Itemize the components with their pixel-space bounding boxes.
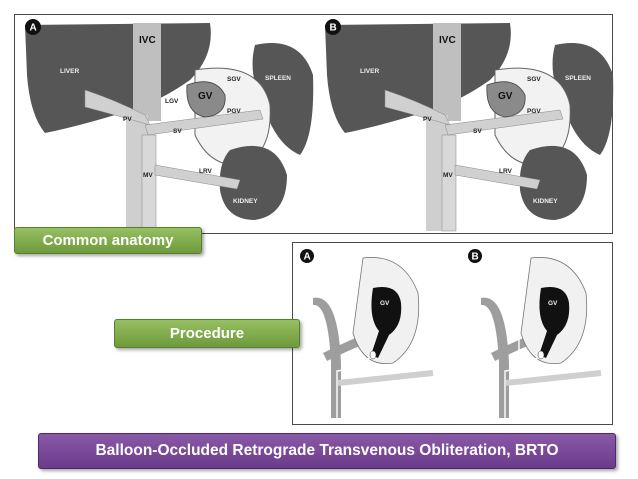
brto-title-banner: Balloon-Occluded Retrograde Transvenous … — [38, 433, 616, 469]
kidney-label: KIDNEY — [233, 198, 258, 205]
ivc-label: IVC — [439, 35, 456, 46]
pv-label: PV — [123, 116, 132, 123]
marker-a-circle — [25, 19, 41, 35]
lrv-label: LRV — [199, 168, 213, 175]
procedure-panel-b: B GV — [468, 249, 602, 418]
marker-b-label: B — [472, 252, 479, 263]
lrv-vessel — [154, 164, 241, 190]
liver-shape — [325, 23, 511, 133]
pgv-label: PGV — [227, 108, 241, 115]
ivc-vessel — [481, 297, 509, 418]
ivc-label: IVC — [139, 35, 156, 46]
liver-label: LIVER — [360, 68, 379, 75]
lgv-label: LGV — [165, 98, 179, 105]
liver-shape — [25, 23, 211, 133]
catheter-line — [504, 356, 540, 418]
gv-label: GV — [198, 91, 213, 102]
gv-varix — [371, 287, 402, 358]
spleen-shape — [552, 43, 614, 155]
sgv-label: SGV — [227, 76, 241, 83]
kidney-shape — [519, 145, 587, 220]
kidney-label: KIDNEY — [533, 198, 558, 205]
sv-label: SV — [173, 128, 182, 135]
procedure-diagram-panel: A GV B GV — [292, 242, 613, 425]
gv-label: GV — [380, 300, 390, 307]
sgv-label: SGV — [527, 76, 541, 83]
ivc-vessel — [433, 23, 461, 121]
gv-varix — [539, 287, 570, 358]
marker-b-label: B — [330, 23, 337, 34]
lrv-vessel — [454, 164, 541, 190]
anatomy-diagram-panel: A IVC LIVER SPLEEN GV SGV LGV PGV PV SV … — [14, 14, 614, 234]
kidney-shape — [219, 145, 287, 220]
balloon — [537, 350, 545, 360]
procedure-diagram: A GV B GV — [300, 249, 602, 418]
gv-label: GV — [548, 300, 558, 307]
marker-a-circle — [300, 249, 314, 263]
spleen-label: SPLEEN — [565, 75, 591, 82]
ivc-vessel — [313, 297, 341, 418]
lrv-label: LRV — [499, 168, 513, 175]
sv-vessel — [144, 109, 264, 136]
mv-vessel — [441, 134, 457, 232]
gv-label: GV — [498, 91, 513, 102]
lrv-vessel — [505, 370, 602, 386]
procedure-label: Procedure — [114, 319, 300, 348]
lrv-vessel — [337, 370, 434, 386]
liver-label: LIVER — [60, 68, 79, 75]
ivc-vessel — [133, 23, 161, 121]
pv-label: PV — [423, 116, 432, 123]
marker-a-label: A — [304, 252, 311, 263]
mv-label: MV — [143, 172, 153, 179]
mv-vessel — [141, 134, 157, 232]
catheter-line — [336, 356, 372, 418]
anatomy-panel-a: A IVC LIVER SPLEEN GV SGV LGV PGV PV SV … — [25, 19, 314, 232]
spleen-label: SPLEEN — [265, 75, 291, 82]
balloon — [369, 350, 377, 360]
common-anatomy-label: Common anatomy — [14, 227, 202, 254]
sv-label: SV — [473, 128, 482, 135]
sv-vessel — [444, 109, 564, 136]
spleen-shape — [252, 43, 314, 155]
gv-varix — [486, 81, 526, 118]
gv-varix — [186, 81, 226, 118]
mv-label: MV — [443, 172, 453, 179]
pgv-label: PGV — [527, 108, 541, 115]
anatomy-diagram: A IVC LIVER SPLEEN GV SGV LGV PGV PV SV … — [25, 19, 614, 232]
marker-b-circle — [325, 19, 341, 35]
marker-a-label: A — [30, 23, 37, 34]
marker-b-circle — [468, 249, 482, 263]
anatomy-panel-b: B IVC LIVER SPLEEN GV SGV PGV PV SV MV L… — [325, 19, 614, 232]
procedure-panel-a: A GV — [300, 249, 434, 418]
